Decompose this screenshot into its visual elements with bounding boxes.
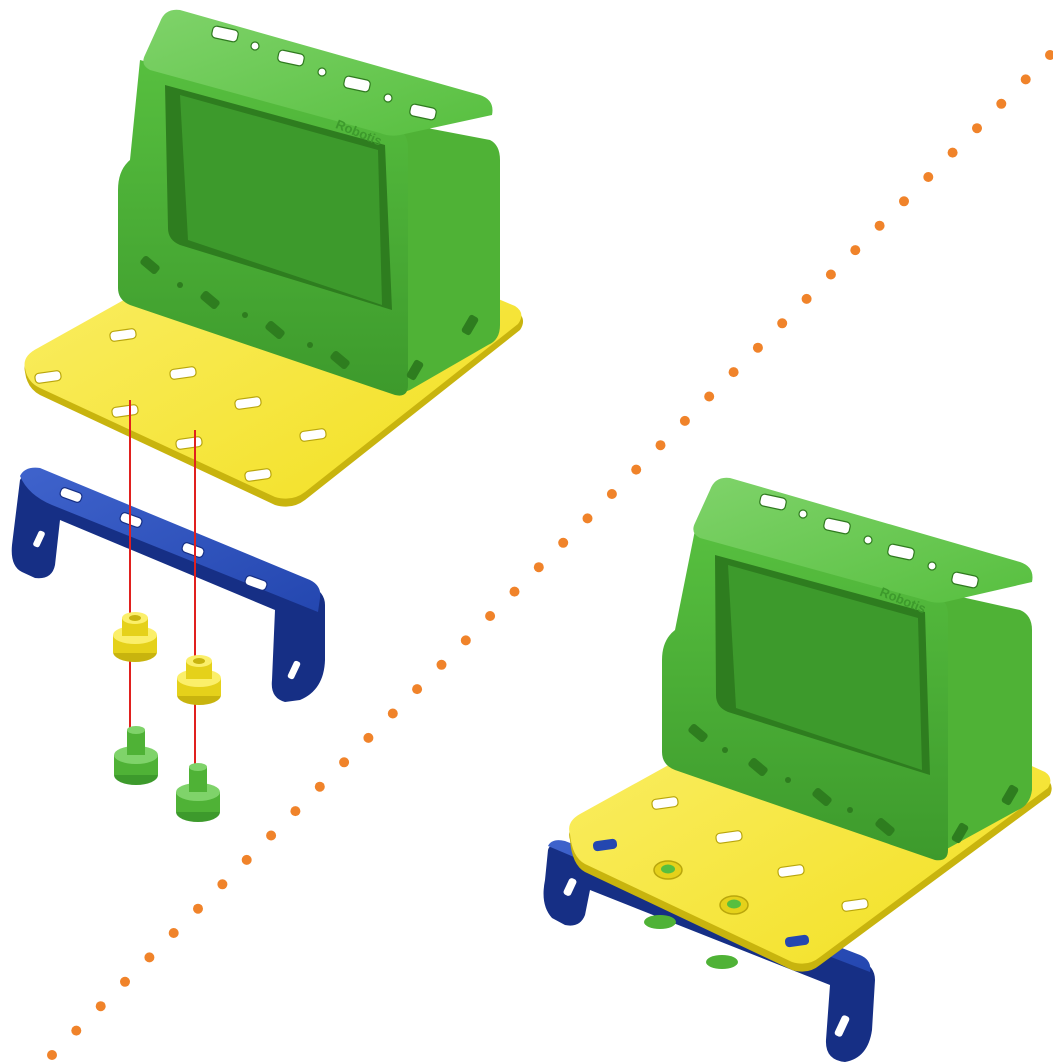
divider-dot <box>558 538 568 548</box>
divider-dot <box>47 1050 57 1060</box>
green-rivet <box>114 726 158 785</box>
yellow-bushing <box>113 612 157 662</box>
divider-dot <box>510 587 520 597</box>
divider-dot <box>242 855 252 865</box>
divider-dot <box>388 709 398 719</box>
divider-dot <box>339 757 349 767</box>
divider-dot <box>169 928 179 938</box>
yellow-bushing <box>177 655 221 705</box>
divider-dot <box>802 294 812 304</box>
divider-dot <box>899 196 909 206</box>
divider-dot <box>753 343 763 353</box>
divider-dot <box>607 489 617 499</box>
divider-dot <box>71 1026 81 1036</box>
divider-dot <box>485 611 495 621</box>
divider-dot <box>363 733 373 743</box>
divider-dot <box>948 148 958 158</box>
divider-dot <box>1045 50 1053 60</box>
divider-dot <box>826 270 836 280</box>
divider-dot <box>144 952 154 962</box>
divider-dot <box>875 221 885 231</box>
divider-dot <box>996 99 1006 109</box>
exploded-view: Robotis <box>12 10 523 822</box>
divider-dot <box>583 513 593 523</box>
divider-dot <box>437 660 447 670</box>
divider-dot <box>217 879 227 889</box>
divider-dot <box>461 635 471 645</box>
divider-dot <box>96 1001 106 1011</box>
green-rivet <box>176 763 220 822</box>
divider-dot <box>923 172 933 182</box>
divider-dot <box>534 562 544 572</box>
divider-dot <box>266 831 276 841</box>
divider-dot <box>120 977 130 987</box>
divider-dot <box>412 684 422 694</box>
divider-dot <box>729 367 739 377</box>
divider-dot <box>656 440 666 450</box>
divider-dot <box>631 465 641 475</box>
divider-dot <box>290 806 300 816</box>
assembled-view: Robotis <box>544 478 1052 1062</box>
divider-dot <box>680 416 690 426</box>
divider-dot <box>972 123 982 133</box>
divider-dot <box>850 245 860 255</box>
divider-dot <box>193 904 203 914</box>
divider-dot <box>315 782 325 792</box>
divider-dot <box>704 392 714 402</box>
divider-dot <box>777 318 787 328</box>
divider-dot <box>1021 74 1031 84</box>
